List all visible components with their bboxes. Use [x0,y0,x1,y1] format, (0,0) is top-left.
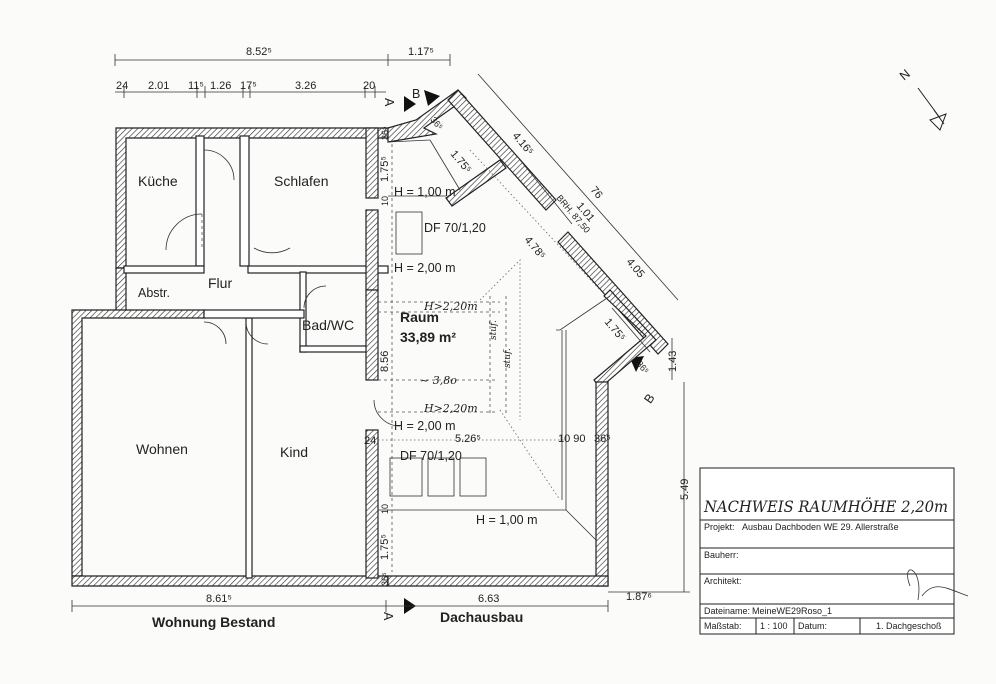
dim-24: 24 [116,80,128,92]
section-mark-a-bottom: A [381,612,395,621]
dim-6-63: 6.63 [478,593,499,605]
dateiname-label: Dateiname: [704,606,750,616]
dim-36-left-top: 36⁵ [380,126,390,140]
dim-4-05: 4.05 [624,256,647,280]
dim-3-26: 3.26 [295,80,316,92]
room-wohnen: Wohnen [136,441,188,457]
projekt-value: Ausbau Dachboden WE 29. Allerstraße [742,522,899,532]
room-kind: Kind [280,444,308,460]
dim-8-61: 8.61⁵ [206,593,232,605]
datum-label: Datum: [798,621,827,631]
dim-2-01: 2.01 [148,80,169,92]
room-abstr: Abstr. [138,286,170,300]
projekt-label: Projekt: [704,522,735,532]
room-badwc: Bad/WC [302,317,354,333]
stair-note-right: stuf. [503,348,513,368]
dateiname-value: MeineWE29Roso_1 [752,606,832,616]
dim-10-bottom: 10 [380,504,390,514]
dim-36-inner: 36⁵ [594,433,611,445]
room-kueche: Küche [138,173,178,189]
geschoss-value: 1. Dachgeschoß [876,621,942,631]
section-mark-b-top: B [412,87,420,101]
top-dimension-lines [114,54,451,98]
stair-note-left: stuf. [489,320,499,340]
dim-total-right: 1.17⁵ [408,46,434,58]
room-raum: Raum [400,309,439,325]
dim-1-75-diagonal: 1.75⁵ [448,148,474,176]
dim-1-26: 1.26 [210,80,231,92]
dim-1-75-vertical-top: 1.75⁵ [379,156,391,182]
dim-total-left: 8.52⁵ [246,46,272,58]
skylight-label-top: DF 70/1,20 [424,221,486,235]
dim-24-vertical: 24 [364,435,376,447]
dim-3-80: ~ 3,8o [420,374,457,387]
room-flur: Flur [208,275,232,291]
height-zones [378,144,601,572]
height-2-00-bottom: H = 2,00 m [394,419,456,433]
bottom-dimension-lines [71,600,609,612]
door-swings [165,149,401,427]
room-raum-area: 33,89 m² [400,329,456,345]
roof-extension-walls [378,89,669,587]
architekt-label: Architekt: [704,576,742,586]
height-2-20-top: H>2,20m [423,300,478,313]
handwritten-title: NACHWEIS RAUMHÖHE 2,20m [703,496,948,516]
dim-1-87: 1.87⁶ [626,591,652,603]
dim-8-56: 8.56 [379,351,391,372]
bauherr-label: Bauherr: [704,550,739,560]
north-label: N [897,67,913,84]
dim-11: 11⁵ [188,80,204,92]
diagonal-dimension-lines [477,73,679,353]
dim-76: 76 [588,184,605,201]
dim-10-90: 10 90 [558,433,586,445]
skylights [389,211,487,497]
height-1-00-top: H = 1,00 m [394,185,456,199]
section-arrow-b-top [424,90,440,106]
dim-5-49: 5.49 [679,479,691,500]
height-2-00-top: H = 2,00 m [394,261,456,275]
title-block [699,467,969,635]
room-schlafen: Schlafen [274,173,328,189]
dim-36-left-bottom: 36⁵ [380,572,390,586]
caption-wohnung-bestand: Wohnung Bestand [152,614,275,630]
massstab-value: 1 : 100 [760,621,788,631]
dim-1-75-vertical-bottom: 1.75⁵ [379,534,391,560]
right-dimension-lines [608,338,690,593]
existing-apartment-walls [71,127,389,587]
dim-1-75-right: 1.75⁵ [602,316,628,344]
dim-17: 17⁵ [240,80,257,92]
dim-1-43: 1.43 [667,351,679,372]
section-mark-a-top: A [382,98,396,107]
skylight-label-bottom: DF 70/1,20 [400,449,462,463]
dim-20: 20 [363,80,375,92]
massstab-label: Maßstab: [704,621,742,631]
caption-dachausbau: Dachausbau [440,609,523,625]
dim-5-26: 5.26⁵ [455,433,481,445]
height-1-00-bottom: H = 1,00 m [476,513,538,527]
height-2-20-bottom: H>2,20m [423,402,478,415]
section-mark-b-bottom: B [641,391,657,406]
dim-4-78: 4.78⁵ [522,234,548,262]
dim-10-top: 10 [380,196,390,206]
section-arrow-a-top [404,96,416,112]
north-arrow-icon [917,87,947,131]
